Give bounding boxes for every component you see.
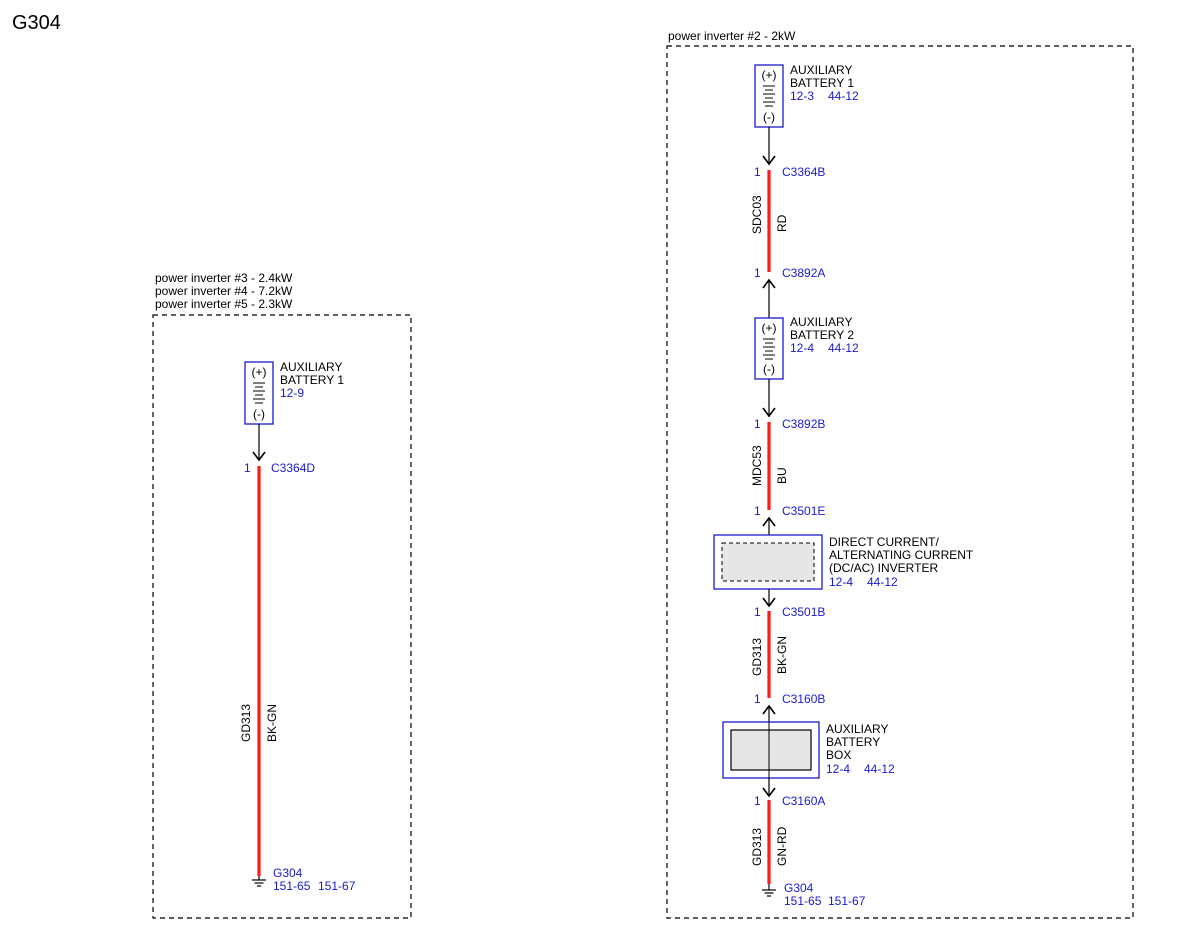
right-battery2-name-1: AUXILIARY: [790, 315, 852, 329]
conn-c3364b-icon: [762, 155, 776, 166]
left-battery-name-2: BATTERY 1: [280, 373, 344, 387]
wire-mdc53-circuit: MDC53: [750, 445, 764, 486]
left-battery-ref-link[interactable]: 12-9: [280, 386, 304, 400]
conn-c3501e-pin: 1: [754, 504, 761, 518]
conn-c3892a-pin: 1: [754, 266, 761, 280]
left-ground-ref-1-link[interactable]: 151-65: [273, 879, 311, 893]
page-title: G304: [12, 12, 61, 34]
conn-c3892b-icon: [762, 407, 776, 418]
right-battery1-ref-1-link[interactable]: 12-3: [790, 89, 814, 103]
inverter-name-2: ALTERNATING CURRENT: [829, 548, 974, 562]
right-battery2-minus: (-): [763, 362, 775, 376]
conn-c3364b-pin: 1: [754, 165, 761, 179]
aux-box-ref-1-link[interactable]: 12-4: [826, 762, 850, 776]
wire-gd313-a-circuit: GD313: [750, 638, 764, 676]
right-ground-ref-1-link[interactable]: 151-65: [784, 894, 822, 908]
conn-c3160a-icon: [762, 787, 776, 798]
aux-box-name-1: AUXILIARY: [826, 722, 888, 736]
conn-c3160a-pin: 1: [754, 794, 761, 808]
inverter-name-1: DIRECT CURRENT/: [829, 535, 939, 549]
left-wire-circuit: GD313: [239, 704, 253, 742]
aux-box-ref-2-link[interactable]: 44-12: [864, 762, 895, 776]
right-battery1-ref-2-link[interactable]: 44-12: [828, 89, 859, 103]
conn-c3364b-link[interactable]: C3364B: [782, 165, 825, 179]
right-battery2-icon: (+) (-): [754, 317, 784, 380]
inverter-ref-2-link[interactable]: 44-12: [867, 575, 898, 589]
wire-mdc53-color: BU: [775, 467, 789, 484]
conn-c3501b-icon: [762, 597, 776, 608]
left-conn-pin: 1: [244, 461, 251, 475]
left-battery-icon: (+) (-): [244, 361, 274, 425]
left-dashed-boundary: [152, 314, 412, 919]
aux-battery-box-icon: [722, 721, 820, 779]
right-battery1-minus: (-): [763, 110, 775, 124]
right-battery1-icon: (+) (-): [754, 64, 784, 128]
conn-c3160a-link[interactable]: C3160A: [782, 794, 825, 808]
wire-sdc03-circuit: SDC03: [750, 195, 764, 234]
inverter-name-3: (DC/AC) INVERTER: [829, 561, 938, 575]
left-wire-color: BK-GN: [265, 704, 279, 742]
left-ground-icon: [252, 876, 266, 887]
conn-c3160b-link[interactable]: C3160B: [782, 692, 825, 706]
right-battery2-ref-2-link[interactable]: 44-12: [828, 341, 859, 355]
left-conn-name-link[interactable]: C3364D: [271, 461, 315, 475]
right-ground-name-link[interactable]: G304: [784, 881, 814, 895]
left-connector-female-icon: [252, 451, 266, 462]
right-battery2-ref-1-link[interactable]: 12-4: [790, 341, 814, 355]
left-ground-ref-2-link[interactable]: 151-67: [318, 879, 356, 893]
conn-c3501b-link[interactable]: C3501B: [782, 605, 825, 619]
right-battery2-plus: (+): [762, 321, 777, 335]
right-ground-icon: [762, 884, 776, 897]
conn-c3160b-pin: 1: [754, 692, 761, 706]
left-battery-plus: (+): [252, 365, 267, 379]
wire-gd313-b-color: GN-RD: [775, 826, 789, 866]
left-panel: power inverter #3 - 2.4kW power inverter…: [152, 271, 412, 919]
left-battery-name-1: AUXILIARY: [280, 360, 342, 374]
right-battery1-plus: (+): [762, 68, 777, 82]
right-battery1-name-2: BATTERY 1: [790, 76, 854, 90]
left-caption-3: power inverter #5 - 2.3kW: [155, 297, 293, 311]
right-battery1-name-1: AUXILIARY: [790, 63, 852, 77]
left-ground-name-link[interactable]: G304: [273, 866, 303, 880]
wire-gd313-b-circuit: GD313: [750, 828, 764, 866]
wire-sdc03-color: RD: [775, 214, 789, 232]
conn-c3892b-pin: 1: [754, 417, 761, 431]
wire-gd313-a-color: BK-GN: [775, 636, 789, 674]
right-caption: power inverter #2 - 2kW: [668, 29, 796, 43]
left-battery-minus: (-): [253, 407, 265, 421]
right-panel: power inverter #2 - 2kW (+) (-) AUXILIAR…: [666, 29, 1134, 919]
inverter-ref-1-link[interactable]: 12-4: [829, 575, 853, 589]
right-dashed-boundary: [666, 45, 1134, 919]
right-ground-ref-2-link[interactable]: 151-67: [828, 894, 866, 908]
inverter-icon: [713, 534, 823, 590]
conn-c3501e-link[interactable]: C3501E: [782, 504, 825, 518]
aux-box-name-3: BOX: [826, 748, 851, 762]
conn-c3892a-link[interactable]: C3892A: [782, 266, 825, 280]
conn-c3501b-pin: 1: [754, 605, 761, 619]
right-battery2-name-2: BATTERY 2: [790, 328, 854, 342]
left-caption-2: power inverter #4 - 7.2kW: [155, 284, 293, 298]
left-caption-1: power inverter #3 - 2.4kW: [155, 271, 293, 285]
aux-box-name-2: BATTERY: [826, 735, 880, 749]
conn-c3892b-link[interactable]: C3892B: [782, 417, 825, 431]
